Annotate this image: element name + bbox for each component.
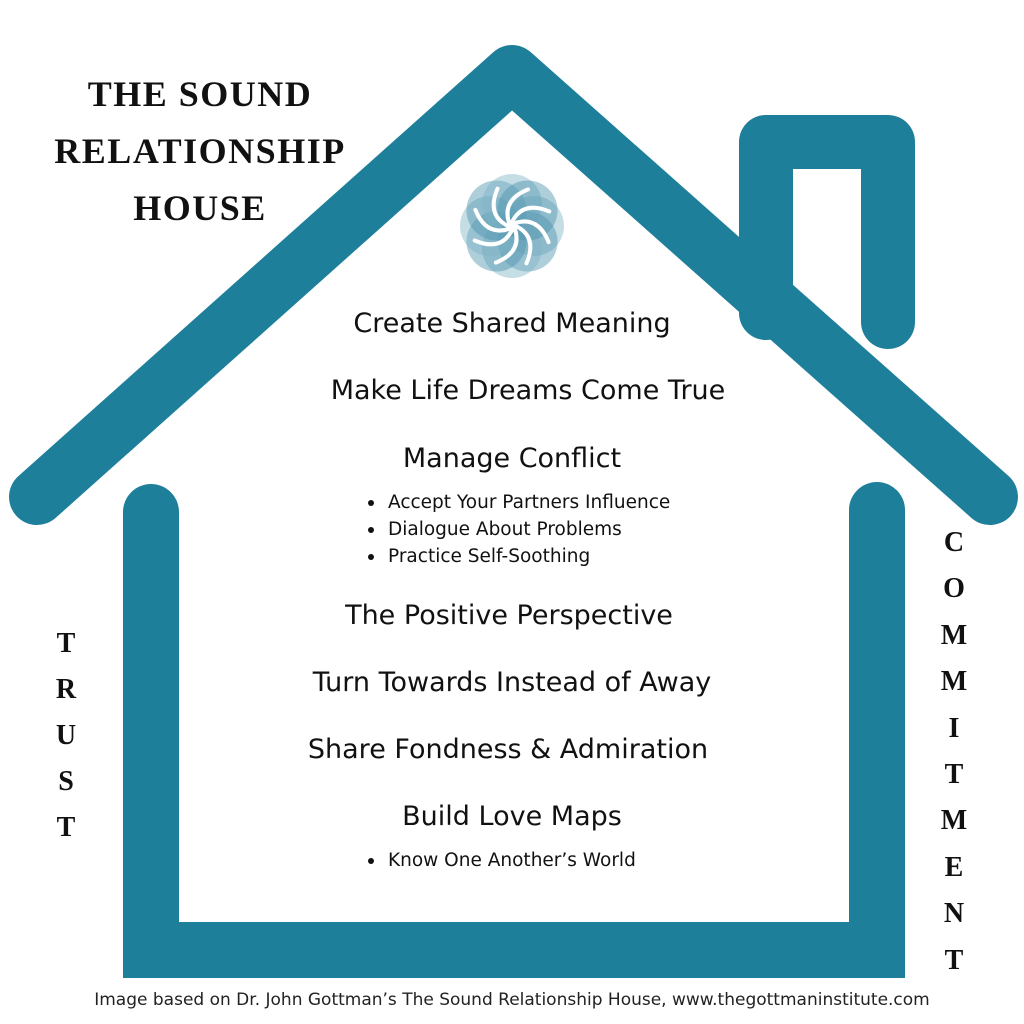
commitment-letter: C (943, 527, 965, 558)
logo-swirl-line (473, 207, 512, 233)
conflict-bullet-list: Accept Your Partners Influence Dialogue … (368, 489, 670, 570)
commitment-letter: E (944, 851, 964, 883)
commitment-letter: O (943, 573, 965, 605)
chimney (739, 115, 915, 349)
logo-swirl-line (514, 224, 533, 266)
list-item: Practice Self-Soothing (368, 543, 670, 570)
trust-letter: R (55, 674, 77, 705)
logo-swirl-line (472, 228, 514, 247)
title-line-2: RELATIONSHIP (54, 131, 346, 171)
commitment-letter: M (940, 805, 968, 837)
logo-swirl-line (505, 187, 531, 226)
roof (9, 45, 1018, 525)
trust-letter: T (56, 628, 76, 659)
trust-letter: T (56, 812, 76, 843)
commitment-letter: I (948, 712, 960, 744)
level-positive-perspective: The Positive Perspective (345, 600, 673, 631)
level-manage-conflict: Manage Conflict (402, 443, 622, 474)
commitment-letter: M (940, 619, 968, 651)
level-make-life-dreams: Make Life Dreams Come True (330, 375, 726, 406)
title-line-3: HOUSE (133, 188, 267, 228)
swirl-flower-logo-icon (460, 174, 564, 278)
level-build-love-maps: Build Love Maps (402, 801, 622, 832)
list-item: Accept Your Partners Influence (368, 489, 670, 516)
trust-letter: S (58, 766, 74, 797)
love-maps-bullet-list: Know One Another’s World (368, 847, 636, 874)
commitment-letter: N (943, 898, 965, 930)
trust-letter: U (55, 720, 77, 751)
commitment-letter: T (944, 944, 964, 976)
source-credit: Image based on Dr. John Gottman’s The So… (94, 990, 930, 1010)
diagram-title: THE SOUND RELATIONSHIP HOUSE (40, 66, 360, 237)
commitment-letter: T (944, 758, 964, 790)
logo-swirl-line (493, 226, 519, 265)
logo-swirl-line (510, 205, 552, 224)
house-walls (123, 482, 905, 978)
list-item: Dialogue About Problems (368, 516, 670, 543)
logo-swirl-line (512, 219, 551, 245)
commitment-wall-label: C O M M I T M E N T (936, 525, 972, 989)
level-create-shared-meaning: Create Shared Meaning (353, 308, 671, 339)
logo-swirl-line (491, 186, 510, 228)
level-turn-towards: Turn Towards Instead of Away (312, 667, 712, 698)
trust-wall-label: T R U S T (48, 626, 84, 856)
commitment-letter: M (940, 666, 968, 698)
list-item: Know One Another’s World (368, 847, 636, 874)
title-line-1: THE SOUND (87, 74, 313, 114)
level-share-fondness: Share Fondness & Admiration (307, 734, 709, 765)
logo-center (507, 221, 517, 231)
